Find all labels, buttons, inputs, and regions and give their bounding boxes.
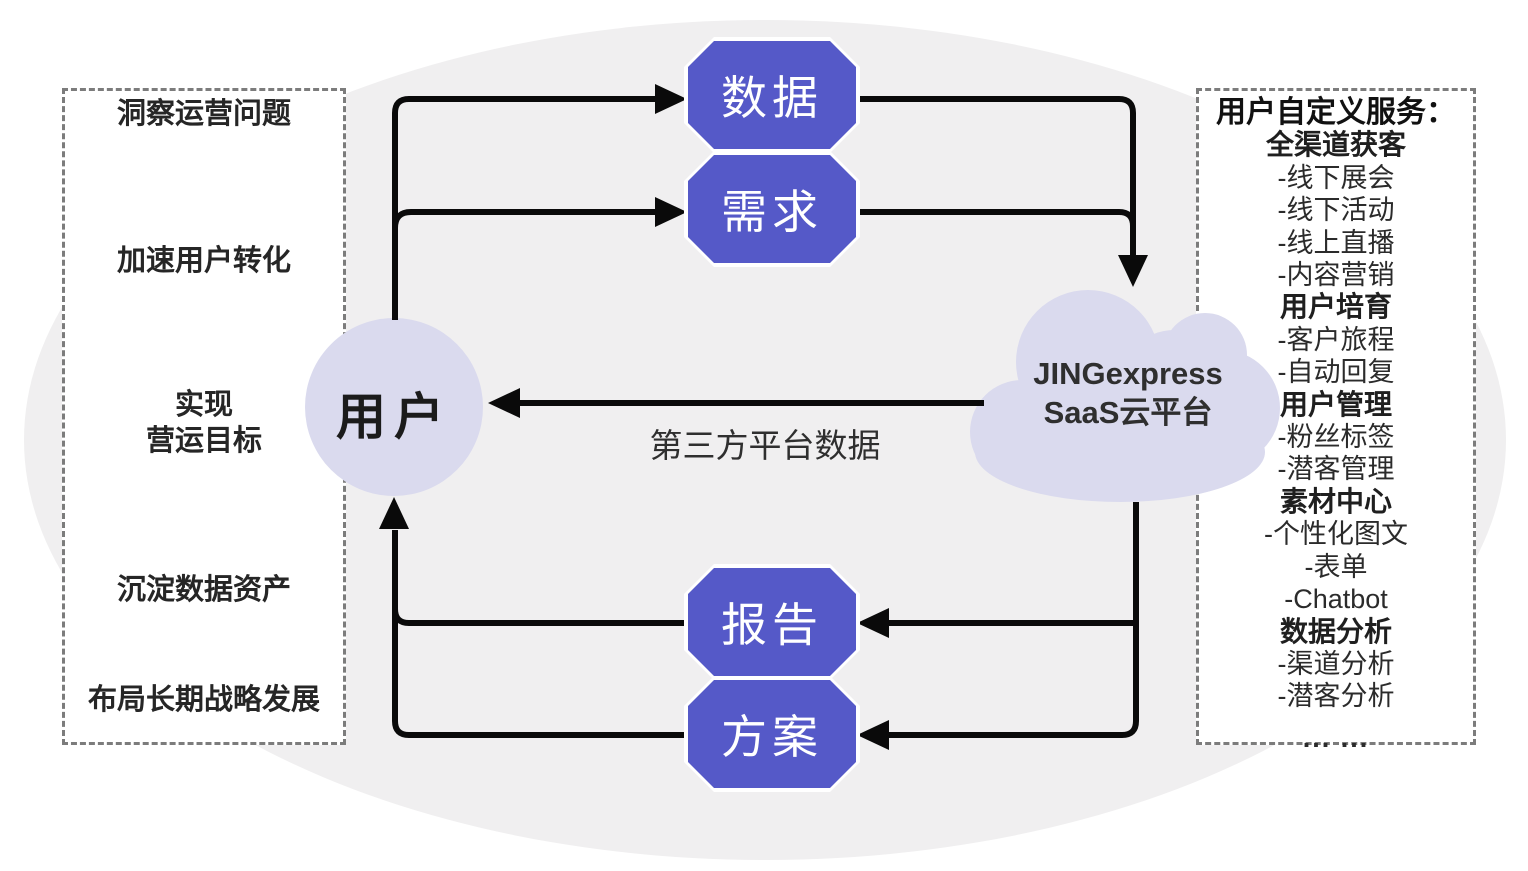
service-line: -线上直播: [1277, 227, 1395, 258]
third-party-data-label: 第三方平台数据: [649, 427, 881, 464]
service-line: 用户自定义服务：: [1216, 96, 1456, 129]
service-line: 数据分析: [1279, 615, 1392, 647]
service-line: -表单: [1304, 551, 1368, 582]
arrow-data-to-cloud: [855, 96, 1136, 257]
report-node-label: 报告: [688, 568, 856, 676]
service-line: -线下展会: [1277, 162, 1395, 193]
service-line: -渠道分析: [1277, 648, 1395, 679]
demand-node-label: 需求: [688, 155, 856, 263]
user-circle: [305, 318, 483, 496]
service-line: -个性化图文: [1264, 519, 1408, 550]
service-line: -Chatbot: [1284, 584, 1388, 615]
arrowhead-up-icon: [379, 497, 409, 529]
service-line: -潜客管理: [1277, 454, 1395, 485]
arrowhead-right-icon: [655, 84, 687, 114]
user-circle-label: 用户: [336, 389, 452, 445]
benefit-item: 实现 营运目标: [145, 389, 262, 457]
benefit-item: 洞察运营问题: [116, 98, 291, 130]
arrow-user-to-data: [392, 96, 657, 320]
left-benefits-panel: 洞察运营问题 加速用户转化 实现 营运目标 沉淀数据资产 布局长期战略发展: [62, 88, 346, 745]
plan-node: 方案: [684, 676, 860, 792]
arrow-cloud-to-plan: [888, 502, 1139, 738]
service-line: 全渠道获客: [1265, 129, 1406, 161]
report-node: 报告: [684, 564, 860, 680]
service-line: -线下活动: [1277, 195, 1395, 226]
service-line: -内容营销: [1277, 260, 1395, 291]
data-node-label: 数据: [688, 41, 856, 149]
arrow-heads: [379, 84, 1148, 750]
plan-node-label: 方案: [688, 680, 856, 788]
service-line: -客户旅程: [1277, 324, 1395, 355]
service-line: -自动回复: [1277, 357, 1395, 388]
benefit-item: 布局长期战略发展: [87, 684, 320, 716]
service-line: -潜客分析: [1277, 681, 1395, 712]
benefit-item: 沉淀数据资产: [116, 574, 291, 606]
arrowhead-down-icon: [1118, 255, 1148, 287]
service-line: 素材中心: [1279, 485, 1392, 517]
cloud-base: [975, 402, 1265, 502]
arrowhead-right-icon: [655, 197, 687, 227]
arrow-lines: [392, 96, 1139, 738]
arrow-report-to-user: [392, 530, 687, 626]
platform-cloud: [970, 290, 1280, 502]
arrowhead-left-icon: [857, 720, 889, 750]
platform-cloud-label: JINGexpress SaaS云平台: [1033, 356, 1223, 430]
services-list: 用户自定义服务： 全渠道获客 -线下展会 -线下活动 -线上直播 -内容营销 用…: [1199, 91, 1473, 754]
service-line: ... ...: [1302, 722, 1370, 753]
arrowhead-left-icon: [857, 608, 889, 638]
demand-node: 需求: [684, 151, 860, 267]
service-line: 用户管理: [1279, 388, 1392, 420]
arrow-plan-to-user: [392, 530, 687, 738]
arrowhead-left-icon: [488, 388, 520, 418]
arrow-demand-to-cloud: [855, 209, 1136, 242]
service-line: 用户培育: [1279, 291, 1392, 323]
right-services-panel: 用户自定义服务： 全渠道获客 -线下展会 -线下活动 -线上直播 -内容营销 用…: [1196, 88, 1476, 753]
benefit-item: 加速用户转化: [116, 245, 291, 277]
data-node: 数据: [684, 37, 860, 153]
arrow-user-to-demand: [392, 209, 657, 229]
service-line: -粉丝标签: [1277, 422, 1395, 453]
